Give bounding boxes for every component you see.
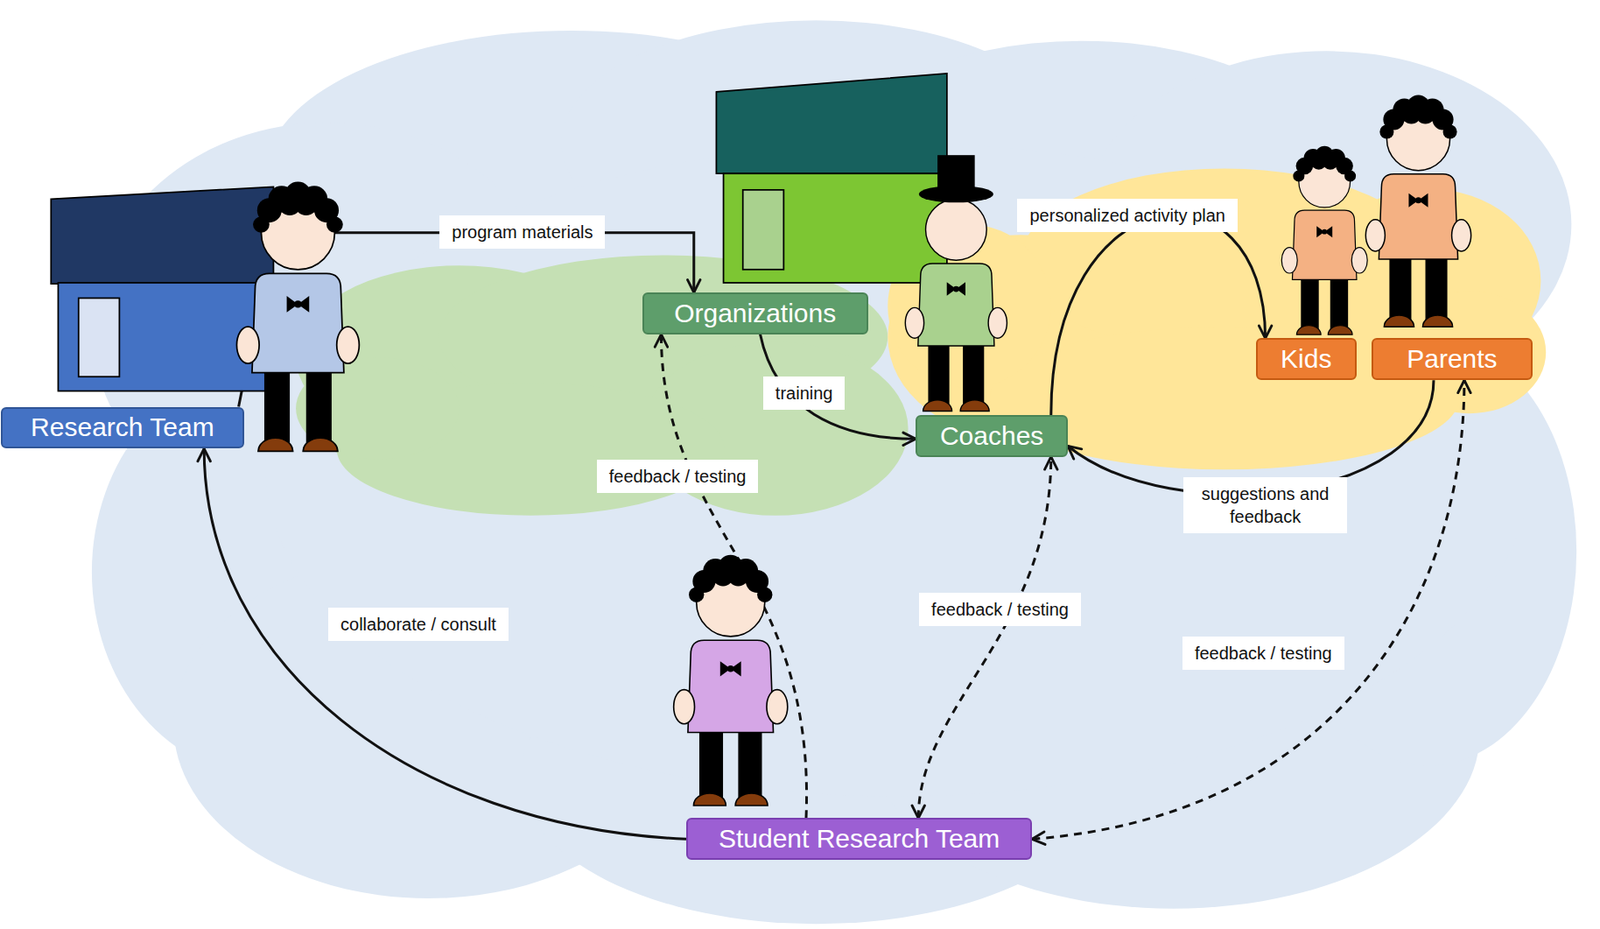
team-name: Research Team <box>30 412 215 443</box>
student-figure <box>673 554 788 806</box>
edge-label: collaborate / consult <box>328 607 509 641</box>
researcher-figure <box>236 182 359 452</box>
dashed-arrow <box>1031 379 1465 839</box>
team-name: Organizations <box>673 298 836 329</box>
team-box: Student Research Team <box>686 817 1032 860</box>
flow-arrow <box>760 334 917 440</box>
flow-arrow <box>203 448 687 839</box>
edge-label-text: feedback / testing <box>609 466 747 486</box>
team-box: Research Team <box>0 407 244 450</box>
team-box: Kids <box>1256 337 1357 380</box>
edge-label-text: personalized activity plan <box>1029 205 1225 225</box>
team-name: Parents <box>1406 343 1497 374</box>
edge-label: feedback / testing <box>919 592 1081 626</box>
kid-figure <box>1281 146 1368 335</box>
edge-label: training <box>763 376 846 410</box>
edge-label: personalized activity plan <box>1017 198 1237 232</box>
edge-label-text: collaborate / consult <box>340 614 497 634</box>
team-box: Organizations <box>642 292 869 335</box>
edge-label: suggestions and feedback <box>1183 477 1348 534</box>
dashed-arrow <box>918 456 1052 819</box>
edge-label-text: suggestions and feedback <box>1201 484 1330 527</box>
edge-label-text: feedback / testing <box>931 599 1069 619</box>
edge-label: feedback / testing <box>1182 636 1345 670</box>
team-name: Coaches <box>940 421 1044 451</box>
blue-cloud <box>91 20 1577 924</box>
team-name: Student Research Team <box>718 823 1000 854</box>
edge-label-text: feedback / testing <box>1194 643 1333 663</box>
edge-label: feedback / testing <box>596 459 759 493</box>
edge-label: program materials <box>439 215 605 249</box>
edge-label-text: program materials <box>451 222 593 242</box>
organization-building <box>715 73 947 283</box>
green-cloud <box>295 254 908 515</box>
team-box: Parents <box>1371 337 1533 380</box>
team-box: Coaches <box>915 414 1068 457</box>
edge-label-text: training <box>775 383 834 403</box>
flow-arrow <box>1051 214 1266 415</box>
team-name: Kids <box>1280 343 1332 374</box>
parent-figure <box>1365 94 1471 327</box>
coach-figure <box>905 154 1007 411</box>
